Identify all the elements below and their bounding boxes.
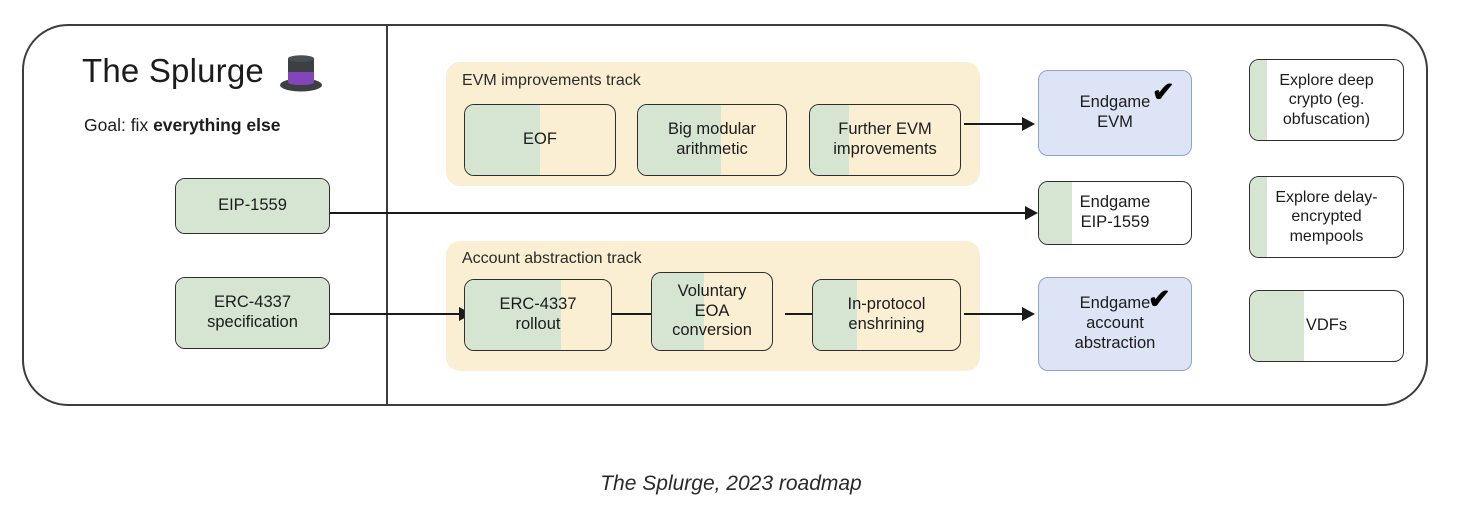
node-label: VDFs: [1305, 316, 1348, 335]
connector-eip1559-to-endgame: [330, 205, 1045, 221]
node-eof[interactable]: EOF: [464, 104, 616, 176]
node-voluntary-eoa-conversion[interactable]: Voluntary EOA conversion: [651, 272, 773, 351]
track-label-aa: Account abstraction track: [462, 250, 642, 267]
node-label: Voluntary EOA conversion: [672, 281, 752, 340]
progress-fill: [1250, 177, 1267, 257]
node-further-evm-improvements[interactable]: Further EVM improvements: [809, 104, 961, 176]
node-vdfs[interactable]: VDFs: [1249, 290, 1404, 362]
node-erc-4337-specification[interactable]: ERC-4337 specification: [175, 277, 330, 349]
connector-aa-to-endgame: [964, 306, 1044, 322]
progress-fill: [813, 280, 858, 350]
vertical-divider: [386, 26, 389, 404]
node-endgame-account-abstraction[interactable]: Endgame account abstraction: [1038, 277, 1192, 371]
node-label: Explore deep crypto (eg. obfuscation): [1279, 72, 1374, 128]
node-label: Endgame EVM: [1079, 93, 1151, 131]
node-explore-deep-crypto[interactable]: Explore deep crypto (eg. obfuscation): [1249, 59, 1404, 141]
goal-emphasis: everything else: [153, 115, 281, 135]
connector-evm-to-endgame: [964, 116, 1044, 132]
figure-caption: The Splurge, 2023 roadmap: [600, 472, 862, 495]
node-endgame-eip-1559[interactable]: Endgame EIP-1559: [1038, 181, 1192, 245]
node-label: Endgame EIP-1559: [1079, 193, 1151, 231]
node-label: Explore delay- encrypted mempools: [1275, 189, 1378, 245]
node-label: ERC-4337 rollout: [499, 295, 577, 333]
goal-prefix: Goal: fix: [84, 115, 154, 135]
node-erc-4337-rollout[interactable]: ERC-4337 rollout: [464, 279, 612, 351]
node-explore-delay-encrypted-mempools[interactable]: Explore delay- encrypted mempools: [1249, 176, 1404, 258]
progress-fill: [465, 105, 540, 175]
endgame-evm-check-icon: ✔: [1152, 77, 1175, 107]
progress-fill: [1250, 291, 1304, 361]
node-label: Big modular arithmetic: [667, 120, 757, 158]
top-hat-icon: [278, 48, 324, 94]
progress-fill: [810, 105, 849, 175]
progress-fill: [638, 105, 721, 175]
node-label: EOF: [523, 130, 557, 149]
page-title: The Splurge: [82, 52, 264, 89]
node-label: ERC-4337 specification: [207, 293, 298, 331]
progress-fill: [652, 273, 704, 350]
progress-fill: [1250, 60, 1267, 140]
progress-fill: [1039, 182, 1073, 244]
node-label: Further EVM improvements: [833, 120, 937, 158]
goal-statement: Goal: fix everything else: [84, 115, 280, 136]
node-big-modular-arithmetic[interactable]: Big modular arithmetic: [637, 104, 787, 176]
progress-fill: [465, 280, 562, 350]
node-endgame-evm[interactable]: Endgame EVM: [1038, 70, 1192, 156]
track-label-evm: EVM improvements track: [462, 72, 641, 89]
endgame-aa-check-icon: ✔: [1148, 284, 1171, 314]
node-label: In-protocol enshrining: [847, 295, 926, 333]
node-in-protocol-enshrining[interactable]: In-protocol enshrining: [812, 279, 961, 351]
header-title-row: The Splurge: [82, 48, 324, 94]
progress-fill: [176, 278, 329, 348]
progress-fill: [176, 179, 329, 233]
node-eip-1559[interactable]: EIP-1559: [175, 178, 330, 234]
node-label: EIP-1559: [218, 196, 287, 215]
connector-erc4337spec-to-rollout: [330, 306, 478, 322]
node-label: Endgame account abstraction: [1074, 294, 1156, 352]
